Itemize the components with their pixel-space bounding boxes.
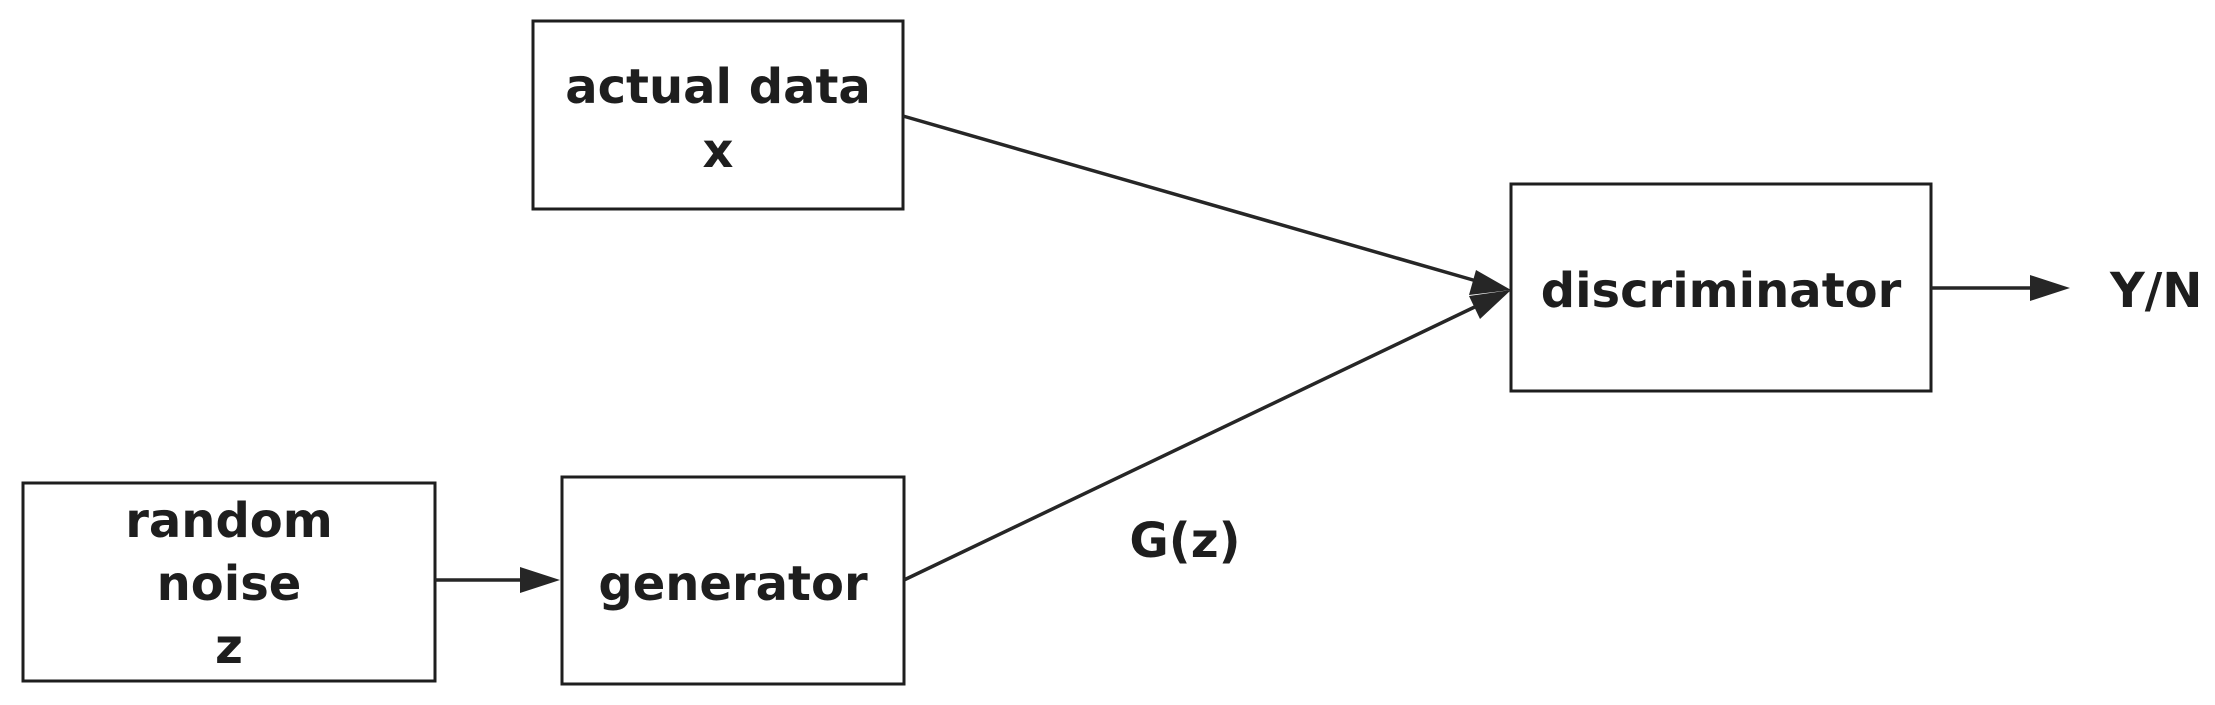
actual-data-symbol: x	[703, 123, 734, 179]
actual-data-box	[531, 19, 905, 211]
arrow-head-icon	[520, 567, 560, 593]
generator-node: generator	[560, 475, 906, 686]
generator-output-label: G(z)	[1129, 513, 1240, 569]
edge-noise-to-generator	[435, 567, 560, 593]
edge-generator-to-discriminator-line	[903, 301, 1484, 582]
random-noise-node: random noise z	[21, 481, 437, 683]
arrow-head-icon	[1469, 270, 1511, 295]
random-noise-label-line2: noise	[157, 556, 302, 612]
discriminator-label: discriminator	[1541, 263, 1902, 319]
edge-generator-to-discriminator	[903, 290, 1511, 582]
output-label: Y/N	[2109, 263, 2202, 319]
actual-data-label: actual data	[565, 59, 871, 115]
arrow-head-icon	[1469, 290, 1511, 319]
actual-data-node: actual data x	[531, 19, 905, 211]
edge-data-to-discriminator	[902, 114, 1511, 295]
discriminator-node: discriminator	[1509, 182, 1933, 393]
discriminator-box	[1509, 182, 1933, 393]
edge-discriminator-to-output	[1931, 275, 2070, 301]
random-noise-box	[21, 481, 437, 683]
generator-label: generator	[598, 556, 868, 612]
random-noise-symbol: z	[215, 619, 243, 675]
random-noise-label-line1: random	[125, 493, 333, 549]
generator-box	[560, 475, 906, 686]
edge-data-to-discriminator-line	[902, 114, 1481, 284]
arrow-head-icon	[2030, 275, 2070, 301]
